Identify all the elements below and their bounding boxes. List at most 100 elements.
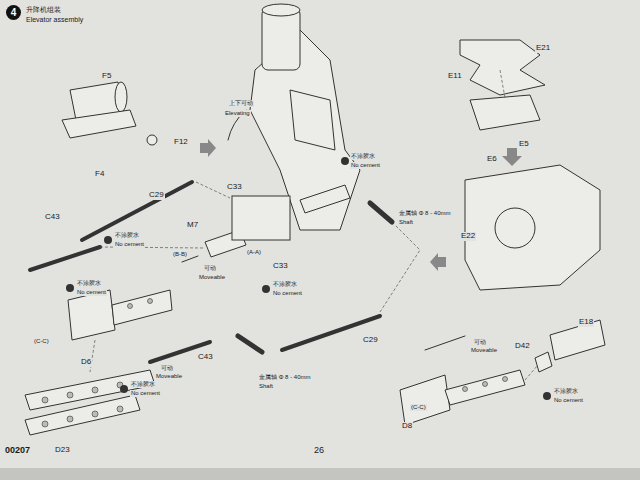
note-text: (A-A) [246,249,262,256]
note-text: No cement [130,390,161,397]
note-text: 金属轴 Φ 8 - 40mm [258,374,311,381]
part-label: F4 [94,170,105,179]
metal-shaft [370,203,392,222]
part-label: C43 [44,213,61,222]
note-text: Moveable [470,347,498,354]
frame-part [400,375,450,425]
note-text: Shaft [398,219,414,226]
part-label: E6 [486,155,498,164]
guide-line [525,365,538,380]
no-cement-icon [341,157,349,165]
hole [503,377,508,382]
no-cement-icon [120,385,128,393]
no-cement-icon [66,284,74,292]
no-cement-icon [104,236,112,244]
note-text: 不涂胶水 [130,381,156,388]
part-label: 升降机组装 [25,6,62,14]
page-number: 26 [313,446,325,456]
mount-cylinder-top [262,4,300,16]
step-number-circle: 4 [6,5,21,20]
part-label: F12 [173,138,189,147]
part-label: M7 [186,221,199,230]
note-text: 不涂胶水 [114,232,140,239]
part-label: E11 [447,72,463,81]
guide-line [90,340,95,372]
note-text: 不涂胶水 [350,153,376,160]
hole [67,416,73,422]
part-label: E5 [518,140,530,149]
hole [483,382,488,387]
rod-part [282,316,380,350]
step-arrow [502,148,522,166]
note-text: No cement [114,241,145,248]
note-text: (B-B) [172,251,188,258]
part-label: D8 [401,422,413,431]
plate-assembly [465,165,600,290]
guide-line [380,225,420,312]
note-text: 不涂胶水 [76,280,102,287]
step-arrow [200,139,216,157]
note-text: 上下可动 [228,100,254,107]
rod-part [82,182,192,240]
part-label: D23 [54,446,71,455]
note-text: No cement [553,397,584,404]
mount-detail [290,90,335,150]
rod-part [30,247,100,270]
note-text: No cement [350,162,381,169]
kit-number: 00207 [4,446,31,456]
plate-part [470,95,540,130]
plate-hole [495,208,535,248]
part-label: D6 [80,358,92,367]
hole [42,421,48,427]
tray-part [62,110,136,138]
hole [42,397,48,403]
plate-part [460,40,545,95]
note-text: Moveable [198,274,226,281]
part-label: C29 [362,336,379,345]
hole [67,392,73,398]
note-text: 金属轴 Φ 8 - 40mm [398,210,451,217]
no-cement-icon [262,285,270,293]
note-text: Moveable [155,373,183,380]
part-label: E22 [460,232,476,241]
mount-cylinder [262,8,300,70]
hole [463,387,468,392]
no-cement-icon [543,392,551,400]
note-text: 可动 [473,339,487,346]
note-text: Elevating [224,110,251,117]
frame-part [68,290,115,340]
note-text: 可动 [203,265,217,272]
metal-shaft [238,336,262,352]
hole [117,406,123,412]
part-label: E18 [578,318,594,327]
note-text: No cement [272,290,303,297]
note-text: 不涂胶水 [272,281,298,288]
holed-bar [112,290,172,325]
bracket-part [232,196,290,240]
motion-arrow [182,256,465,350]
part-label: F5 [101,72,112,81]
note-text: (C-C) [410,404,427,411]
note-text: (C-C) [33,338,50,345]
hole [148,299,153,304]
small-part [147,135,157,145]
part-label: C43 [197,353,214,362]
small-part [535,352,552,372]
step-arrow [430,253,446,271]
hole [92,411,98,417]
note-text: Shaft [258,383,274,390]
guide-line [196,182,230,198]
step-number: 4 [6,7,21,18]
note-text: 不涂胶水 [553,388,579,395]
part-label: C33 [226,183,243,192]
guide-line [500,70,505,98]
part-label: C33 [272,262,289,271]
part-label: C29 [148,191,165,200]
hole [128,304,133,309]
hole [92,387,98,393]
note-text: No cement [76,289,107,296]
note-text: 可动 [160,365,174,372]
cylinder-part [300,185,350,213]
cylinder-end [115,82,127,112]
